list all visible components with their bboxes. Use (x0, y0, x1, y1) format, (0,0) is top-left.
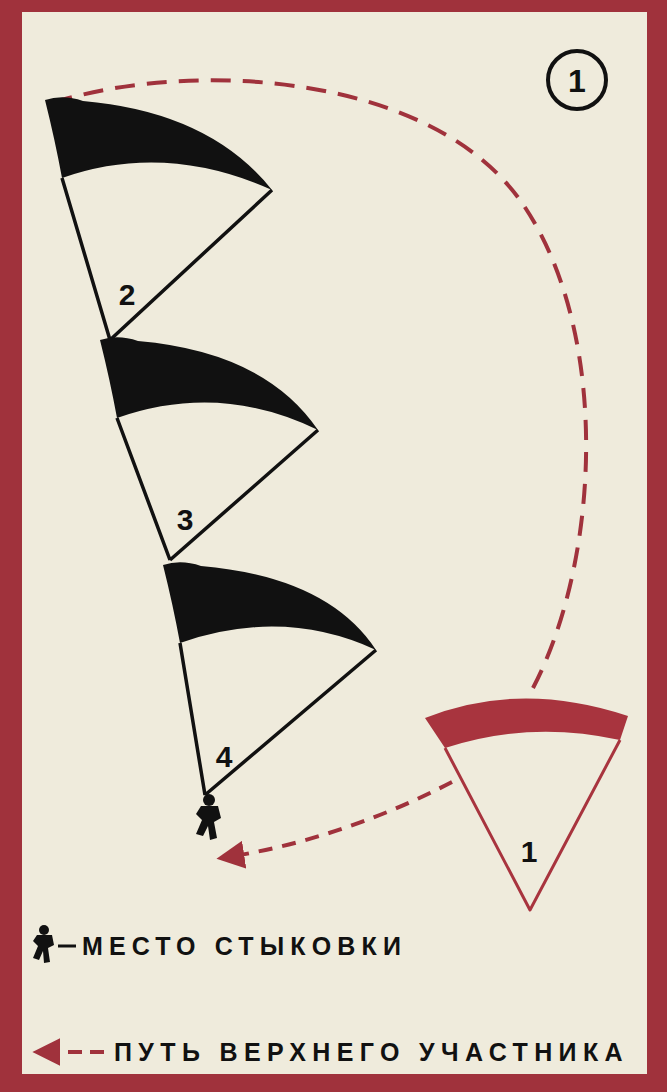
path-arc (62, 80, 586, 688)
canopy-number: 4 (216, 742, 233, 772)
legend-figure (33, 925, 54, 963)
canopy-shape (158, 555, 383, 800)
canopy-shape (40, 90, 280, 345)
legend-text: МЕСТО СТЫКОВКИ (82, 934, 407, 959)
canopy-number: 1 (521, 837, 538, 867)
canopy-number: 2 (119, 280, 136, 310)
suspension-lines (117, 418, 318, 560)
canopy: 2 (40, 90, 280, 345)
canopy-fabric (163, 562, 376, 650)
canopy: 4 (158, 555, 383, 800)
legend-dash (58, 945, 76, 948)
legend-path-sample (38, 1050, 104, 1054)
legend-text: ПУТЬ ВЕРХНЕГО УЧАСТНИКА (114, 1040, 629, 1065)
docking-figure (196, 794, 221, 840)
canopy-fabric (45, 97, 272, 190)
canopy-shape (420, 680, 635, 915)
canopy: 3 (95, 330, 325, 565)
canopy-fabric (425, 698, 628, 748)
canopy: 1 (420, 680, 635, 915)
suspension-lines (180, 643, 376, 795)
canopy-number: 3 (177, 505, 194, 535)
suspension-lines (445, 740, 620, 910)
canopy-fabric (100, 337, 318, 430)
number-circle (548, 51, 606, 109)
paper (22, 12, 647, 1074)
canopy-shape (95, 330, 325, 565)
path-arrow (222, 782, 452, 858)
figure-number: 1 (568, 65, 586, 97)
suspension-lines (62, 178, 272, 340)
